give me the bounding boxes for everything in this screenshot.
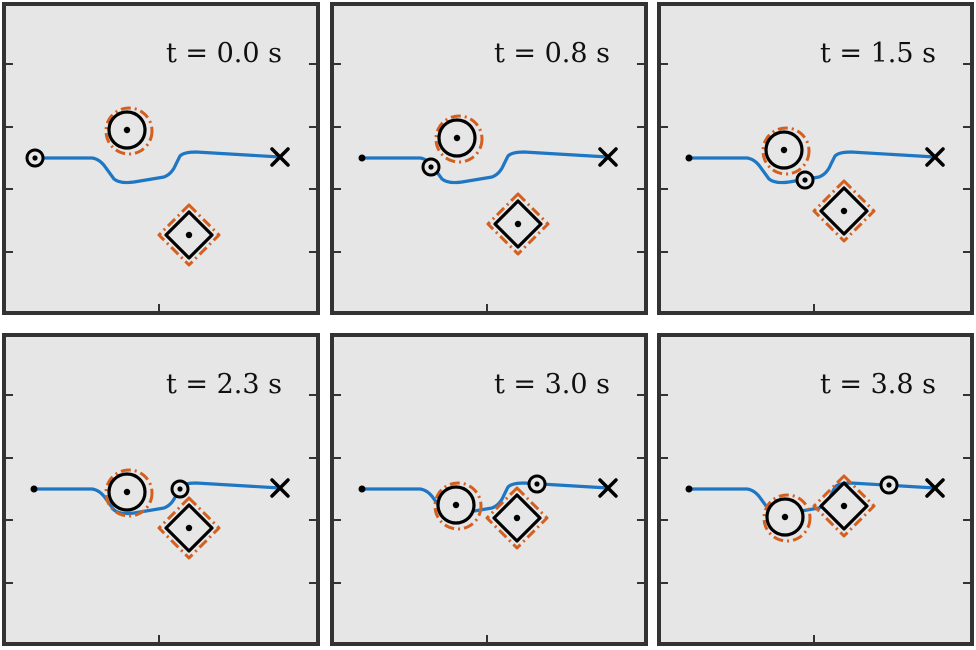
time-label: t = 3.8 s [820, 369, 936, 400]
axis-ticks [334, 63, 644, 311]
circular-obstacle [761, 126, 811, 176]
axis-ticks [661, 394, 970, 642]
planned-path [34, 150, 281, 185]
agent-marker [170, 479, 190, 499]
safety-margin-diamond [812, 474, 876, 538]
goal-x-marker [925, 147, 945, 167]
circular-obstacle [104, 106, 154, 156]
panel-6: t = 3.8 s [657, 333, 974, 646]
time-label: t = 1.5 s [820, 38, 936, 69]
diamond-obstacle [486, 192, 550, 256]
agent-marker [879, 475, 899, 495]
safety-margin-diamond [812, 179, 876, 243]
safety-margin-diamond [486, 192, 550, 256]
safety-margin-ring [434, 114, 484, 164]
agent-marker [421, 157, 441, 177]
agent-marker [527, 474, 547, 494]
safety-margin-ring [433, 481, 483, 531]
goal-x-marker [925, 478, 945, 498]
safety-margin-ring [761, 126, 811, 176]
diamond-obstacle [812, 179, 876, 243]
start-point-marker [685, 154, 693, 162]
safety-margin-diamond [157, 496, 221, 560]
safety-margin-diamond [157, 203, 221, 267]
planned-path [362, 481, 609, 516]
time-label: t = 2.3 s [166, 369, 282, 400]
axis-ticks [6, 63, 316, 311]
start-point-marker [358, 485, 366, 493]
axis-ticks [661, 63, 970, 311]
panel-2: t = 0.8 s [330, 2, 648, 315]
panel-4: t = 2.3 s [2, 333, 320, 646]
diamond-obstacle [157, 203, 221, 267]
safety-margin-ring [104, 468, 154, 518]
start-point-marker [358, 154, 366, 162]
panel-3: t = 1.5 s [657, 2, 974, 315]
goal-x-marker [598, 478, 618, 498]
goal-x-marker [270, 478, 290, 498]
diamond-obstacle [812, 474, 876, 538]
diamond-obstacle [157, 496, 221, 560]
safety-margin-ring [104, 106, 154, 156]
agent-marker [25, 148, 45, 168]
circular-obstacle [433, 481, 483, 531]
circular-obstacle [104, 468, 154, 518]
time-label: t = 0.0 s [166, 38, 282, 69]
goal-x-marker [598, 147, 618, 167]
axis-ticks [334, 394, 644, 642]
agent-marker [795, 170, 815, 190]
time-label: t = 0.8 s [494, 38, 610, 69]
circular-obstacle [434, 114, 484, 164]
diamond-obstacle [485, 486, 549, 550]
panel-1: t = 0.0 s [2, 2, 320, 315]
planned-path [689, 481, 936, 516]
safety-margin-diamond [485, 486, 549, 550]
safety-margin-ring [762, 493, 812, 543]
circular-obstacle [762, 493, 812, 543]
axis-ticks [6, 394, 316, 642]
start-point-marker [685, 485, 693, 493]
goal-x-marker [270, 147, 290, 167]
start-point-marker [30, 485, 38, 493]
time-label: t = 3.0 s [494, 369, 610, 400]
panel-5: t = 3.0 s [330, 333, 648, 646]
